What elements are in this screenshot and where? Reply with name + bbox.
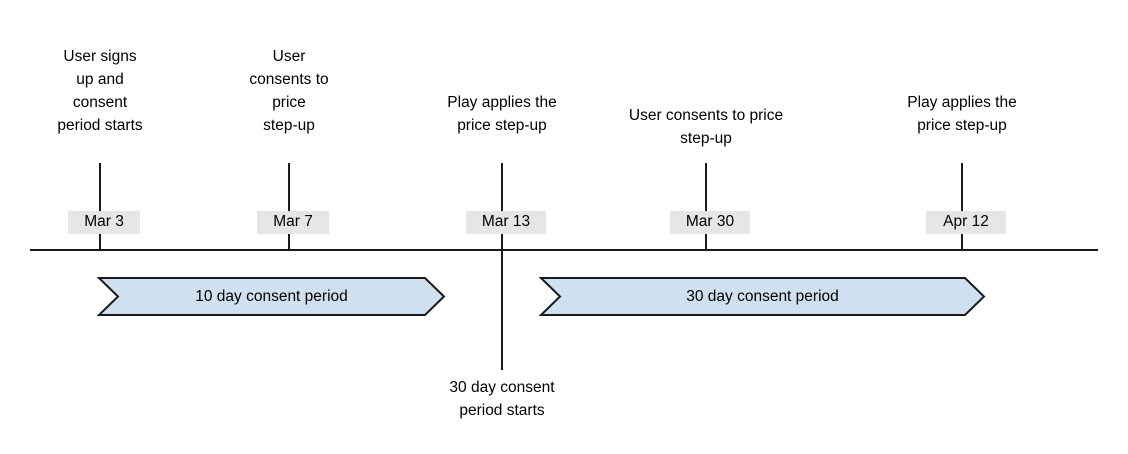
event-tick-mar-30 <box>705 163 707 250</box>
event-tick-mar-3 <box>99 163 101 250</box>
event-label-mar-3: User signs up and consent period starts <box>57 48 143 134</box>
consent-period-banner-30-day: 30 day consent period <box>540 277 985 316</box>
event-label-apr-12: Play applies the price step-up <box>907 94 1017 134</box>
event-tick-apr-12 <box>961 163 963 250</box>
event-tick-mar-13 <box>501 163 503 250</box>
event-label-mar-30: User consents to price step-up <box>628 107 784 147</box>
event-date-mar-30: Mar 30 <box>670 211 750 234</box>
chevron-shape-icon <box>98 277 445 316</box>
chevron-shape-icon <box>540 277 985 316</box>
footnote-30-day-consent-start: 30 day consent period starts <box>449 379 555 419</box>
event-date-mar-13: Mar 13 <box>466 211 546 234</box>
event-tick-mar-7 <box>288 163 290 250</box>
event-tick-mar-13-extension <box>501 250 503 370</box>
event-date-mar-3: Mar 3 <box>68 211 140 234</box>
event-date-apr-12: Apr 12 <box>926 211 1006 234</box>
event-label-mar-7: User consents to price step-up <box>249 48 329 134</box>
event-label-mar-13: Play applies the price step-up <box>447 94 557 134</box>
event-date-mar-7: Mar 7 <box>257 211 329 234</box>
timeline-axis <box>30 249 1098 251</box>
consent-period-banner-10-day: 10 day consent period <box>98 277 445 316</box>
